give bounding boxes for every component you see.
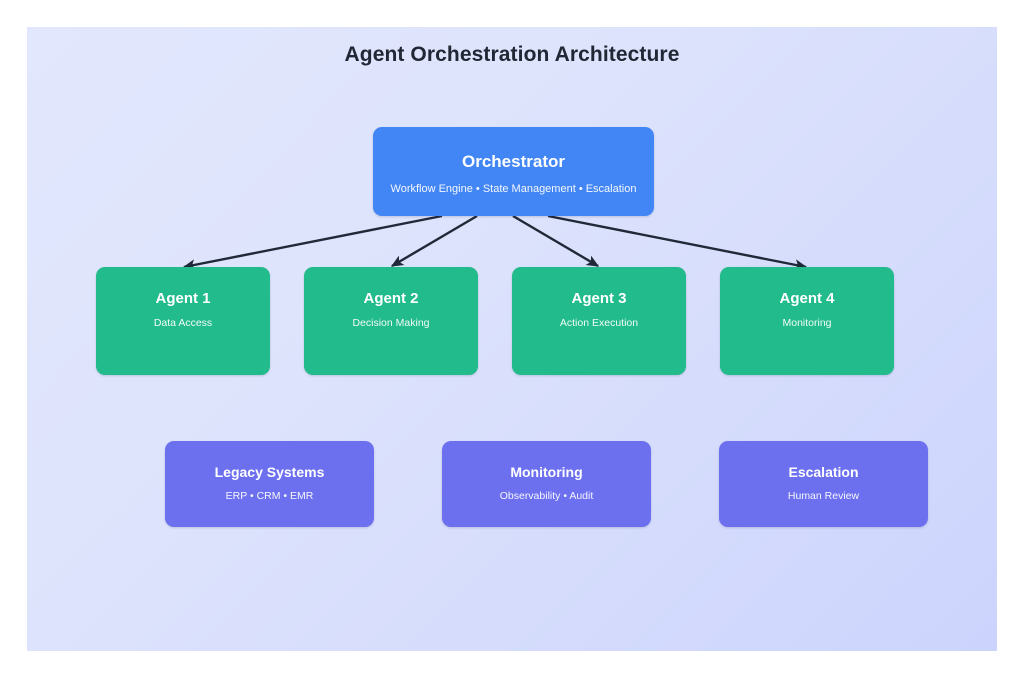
node-monitoring-subtitle: Observability • Audit [499, 490, 594, 502]
node-agent-2-title: Agent 2 [363, 290, 419, 307]
node-escalation-title: Escalation [788, 464, 859, 480]
node-agent-2-subtitle: Decision Making [352, 317, 430, 329]
node-agent-3-subtitle: Action Execution [559, 317, 639, 329]
node-agent-3-title: Agent 3 [571, 290, 627, 307]
node-monitoring-title: Monitoring [510, 464, 583, 480]
node-agent-4[interactable]: Agent 4 Monitoring [720, 267, 894, 375]
node-agent-1-title: Agent 1 [155, 290, 211, 307]
page-title: Agent Orchestration Architecture [344, 43, 680, 66]
connector-arrow-4 [547, 214, 808, 271]
node-legacy-systems-subtitle: ERP • CRM • EMR [225, 490, 314, 502]
node-agent-1[interactable]: Agent 1 Data Access [96, 267, 270, 375]
node-agent-4-title: Agent 4 [779, 290, 835, 307]
connector-arrow-3 [512, 214, 600, 268]
node-legacy-systems-title: Legacy Systems [214, 464, 325, 480]
node-monitoring[interactable]: Monitoring Observability • Audit [442, 441, 651, 527]
node-escalation-subtitle: Human Review [787, 490, 860, 502]
node-agent-1-subtitle: Data Access [153, 317, 213, 329]
node-orchestrator-title: Orchestrator [462, 152, 565, 171]
diagram-canvas: Agent Orchestration Architecture Orchest… [27, 27, 997, 651]
node-agent-4-subtitle: Monitoring [782, 317, 832, 329]
node-agent-2[interactable]: Agent 2 Decision Making [304, 267, 478, 375]
node-orchestrator-subtitle: Workflow Engine • State Management • Esc… [390, 183, 637, 195]
connector-arrow-2 [390, 214, 478, 268]
node-escalation[interactable]: Escalation Human Review [719, 441, 928, 527]
node-agent-3[interactable]: Agent 3 Action Execution [512, 267, 686, 375]
node-orchestrator[interactable]: Orchestrator Workflow Engine • State Man… [373, 127, 654, 216]
node-legacy-systems[interactable]: Legacy Systems ERP • CRM • EMR [165, 441, 374, 527]
connector-arrow-1 [182, 214, 443, 271]
